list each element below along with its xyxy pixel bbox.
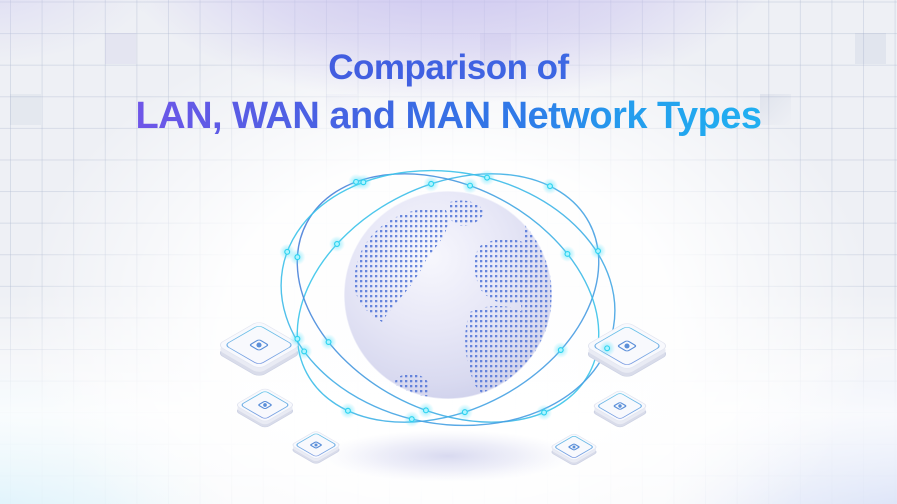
network-globe-illustration (219, 169, 667, 482)
orbit-node (279, 243, 296, 260)
orbit-ring-1 (296, 173, 600, 423)
network-tile (587, 323, 667, 377)
network-tile (551, 433, 597, 466)
globe (343, 190, 553, 400)
orbit-node (479, 169, 496, 186)
chip-icon (258, 401, 272, 409)
orbit-node (542, 178, 559, 195)
network-tile (292, 431, 340, 464)
orbit-node (289, 330, 306, 347)
orbit-node (296, 343, 313, 360)
chip-icon (613, 402, 627, 410)
orbit-node (329, 235, 346, 252)
title-line-1: Comparison of (0, 44, 897, 92)
chip-icon (617, 340, 637, 352)
network-tile (219, 322, 299, 376)
orbit-ring-3 (280, 169, 616, 427)
orbit-node (590, 243, 607, 260)
orbit-node (403, 411, 420, 428)
orbit-node (599, 340, 616, 357)
orbit-nodes (279, 169, 616, 428)
orbit-node (423, 175, 440, 192)
network-tiles (219, 322, 667, 466)
orbit-node (320, 334, 337, 351)
orbit-node (536, 404, 553, 421)
globe-shadow (323, 430, 573, 482)
chip-icon (568, 443, 580, 451)
network-tile (593, 390, 647, 428)
orbit-node (417, 402, 434, 419)
orbit-node (559, 245, 576, 262)
orbit-node (552, 342, 569, 359)
orbit-node (339, 402, 356, 419)
orbit-rings (280, 169, 616, 427)
network-tile (236, 388, 294, 428)
chip-icon (249, 339, 269, 351)
orbit-ring-2 (296, 173, 600, 423)
title-line-2: LAN, WAN and MAN Network Types (0, 92, 897, 140)
orbit-node (456, 404, 473, 421)
page-title: Comparison of LAN, WAN and MAN Network T… (0, 44, 897, 140)
orbit-node (462, 177, 479, 194)
orbit-node (355, 174, 372, 191)
chip-icon (310, 441, 322, 449)
